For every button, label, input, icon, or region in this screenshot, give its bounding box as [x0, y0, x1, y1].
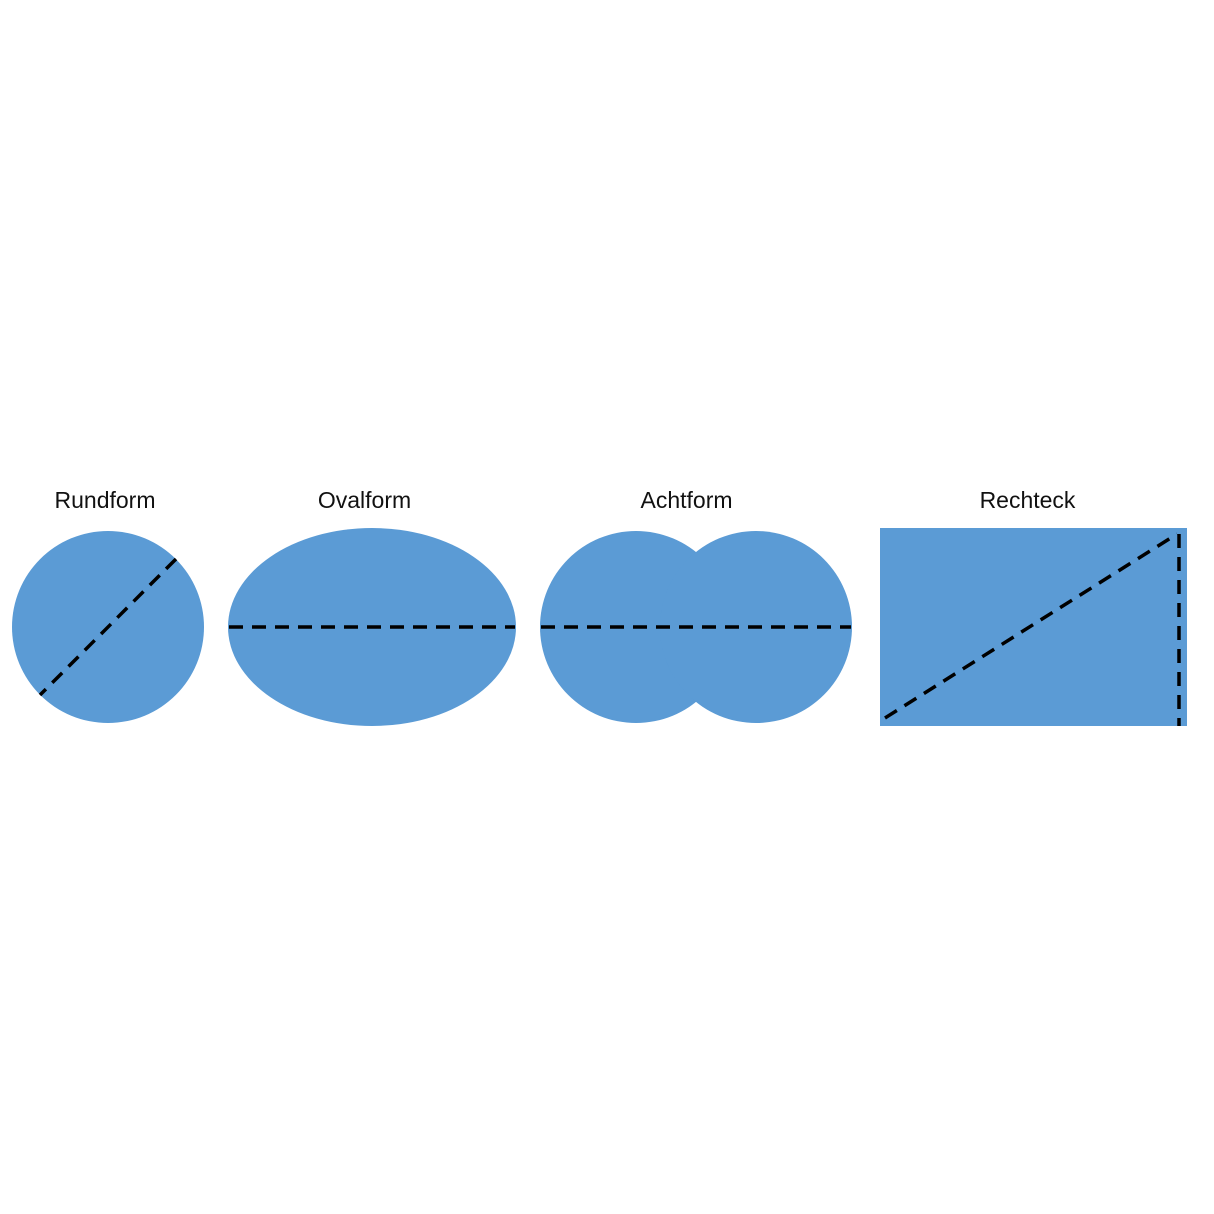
label-ovalform: Ovalform [317, 487, 412, 513]
rechteck-diagonal-line [884, 532, 1178, 720]
label-achtform: Achtform [640, 487, 733, 513]
rundform-group [12, 531, 204, 723]
rechteck-rect [880, 528, 1187, 726]
rundform-diameter-line [38, 557, 178, 697]
ovalform-group [228, 528, 516, 726]
label-rechteck: Rechteck [979, 487, 1076, 513]
rechteck-group [880, 528, 1187, 726]
label-rundform: Rundform [54, 487, 156, 513]
achtform-group [540, 531, 852, 723]
